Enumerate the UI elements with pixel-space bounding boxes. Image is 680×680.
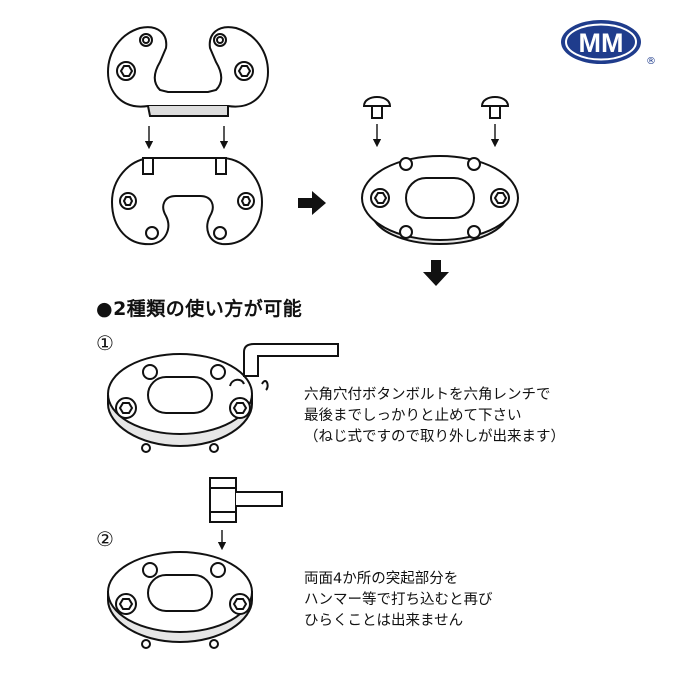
button-bolt-right <box>480 96 510 119</box>
link-with-hex-wrench <box>107 343 339 453</box>
right-arrow-icon <box>298 191 326 215</box>
down-arrow-icon <box>423 260 449 286</box>
hammer-illustration <box>209 477 283 523</box>
method-1-line-2: 最後までしっかりと止めて下さい <box>304 408 522 424</box>
logo-text: MM <box>579 28 624 58</box>
link-upper-half <box>106 26 270 117</box>
method-2-line-3: ひらくことは出来ません <box>304 613 464 629</box>
link-pressed-studs <box>107 551 253 649</box>
method-1-number: ① <box>96 331 114 355</box>
usage-heading: ●2種類の使い方が可能 <box>96 298 303 320</box>
assembled-link <box>361 155 519 246</box>
method-1-instructions: 六角穴付ボタンボルトを六角レンチで 最後までしっかりと止めて下さい （ねじ式です… <box>304 385 565 448</box>
method-2-line-1: 両面4か所の突起部分を <box>304 571 459 587</box>
button-bolt-left <box>362 96 392 119</box>
method-2-number: ② <box>96 527 114 551</box>
link-lower-half <box>110 157 264 246</box>
logo-registered-mark: ® <box>646 56 656 67</box>
brand-logo: MM ® <box>561 20 656 67</box>
method-1-line-3: （ねじ式ですので取り外しが出来ます） <box>304 429 565 445</box>
method-2-line-2: ハンマー等で打ち込むと再び <box>304 592 493 608</box>
method-2-instructions: 両面4か所の突起部分を ハンマー等で打ち込むと再び ひらくことは出来ません <box>304 569 493 632</box>
method-1-line-1: 六角穴付ボタンボルトを六角レンチで <box>304 387 551 403</box>
